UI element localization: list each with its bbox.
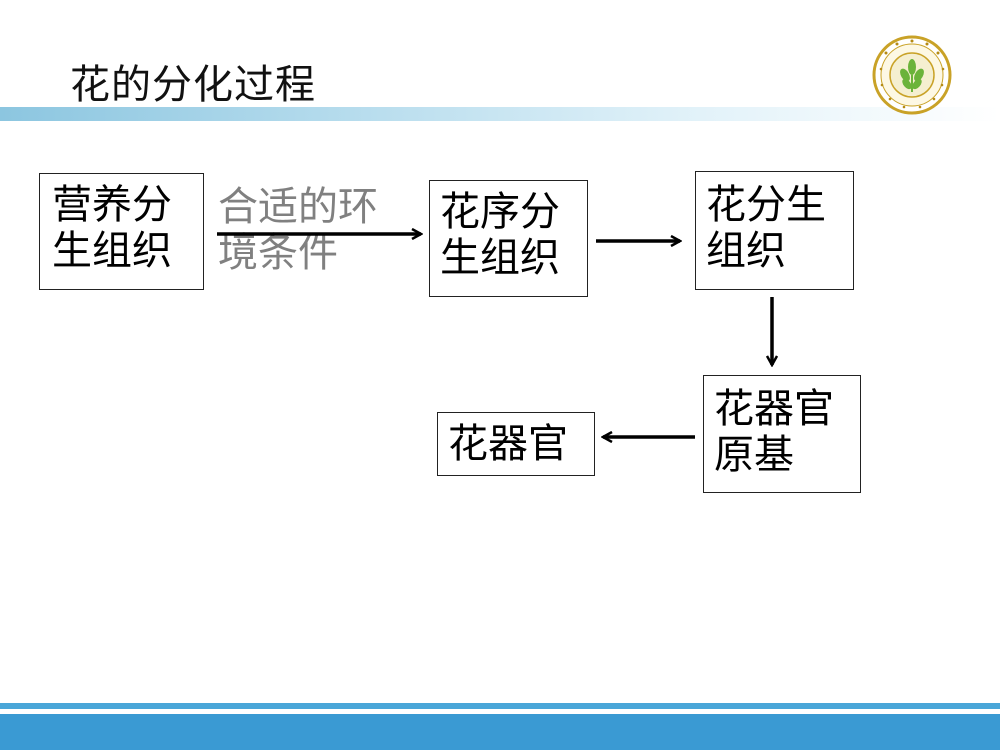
floral-organ-primordium-line1: 花器官: [714, 386, 834, 432]
university-emblem-icon: [872, 35, 952, 115]
footer-thin-bar: [0, 703, 1000, 709]
floral-organ-box: 花器官: [437, 412, 595, 476]
inflorescence-meristem-line1: 花序分: [440, 189, 560, 235]
floral-organ-primordium-box: 花器官 原基: [703, 375, 861, 493]
vegetative-meristem-box: 营养分 生组织: [39, 173, 204, 290]
inflorescence-meristem-line2: 生组织: [440, 235, 560, 281]
title-underline-band: [0, 107, 1000, 121]
condition-line2: 境条件: [218, 230, 338, 276]
slide-title: 花的分化过程: [70, 62, 316, 108]
floral-meristem-line2: 组织: [706, 228, 786, 274]
inflorescence-meristem-box: 花序分 生组织: [429, 180, 588, 297]
vegetative-meristem-line2: 生组织: [52, 228, 172, 274]
footer-bar: [0, 714, 1000, 750]
condition-label: 合适的环 境条件: [218, 184, 378, 276]
vegetative-meristem-line1: 营养分: [52, 182, 172, 228]
floral-organ-line1: 花器官: [448, 421, 568, 467]
condition-line1: 合适的环: [218, 184, 378, 230]
floral-organ-primordium-line2: 原基: [714, 432, 794, 478]
floral-meristem-box: 花分生 组织: [695, 171, 854, 290]
floral-meristem-line1: 花分生: [706, 182, 826, 228]
